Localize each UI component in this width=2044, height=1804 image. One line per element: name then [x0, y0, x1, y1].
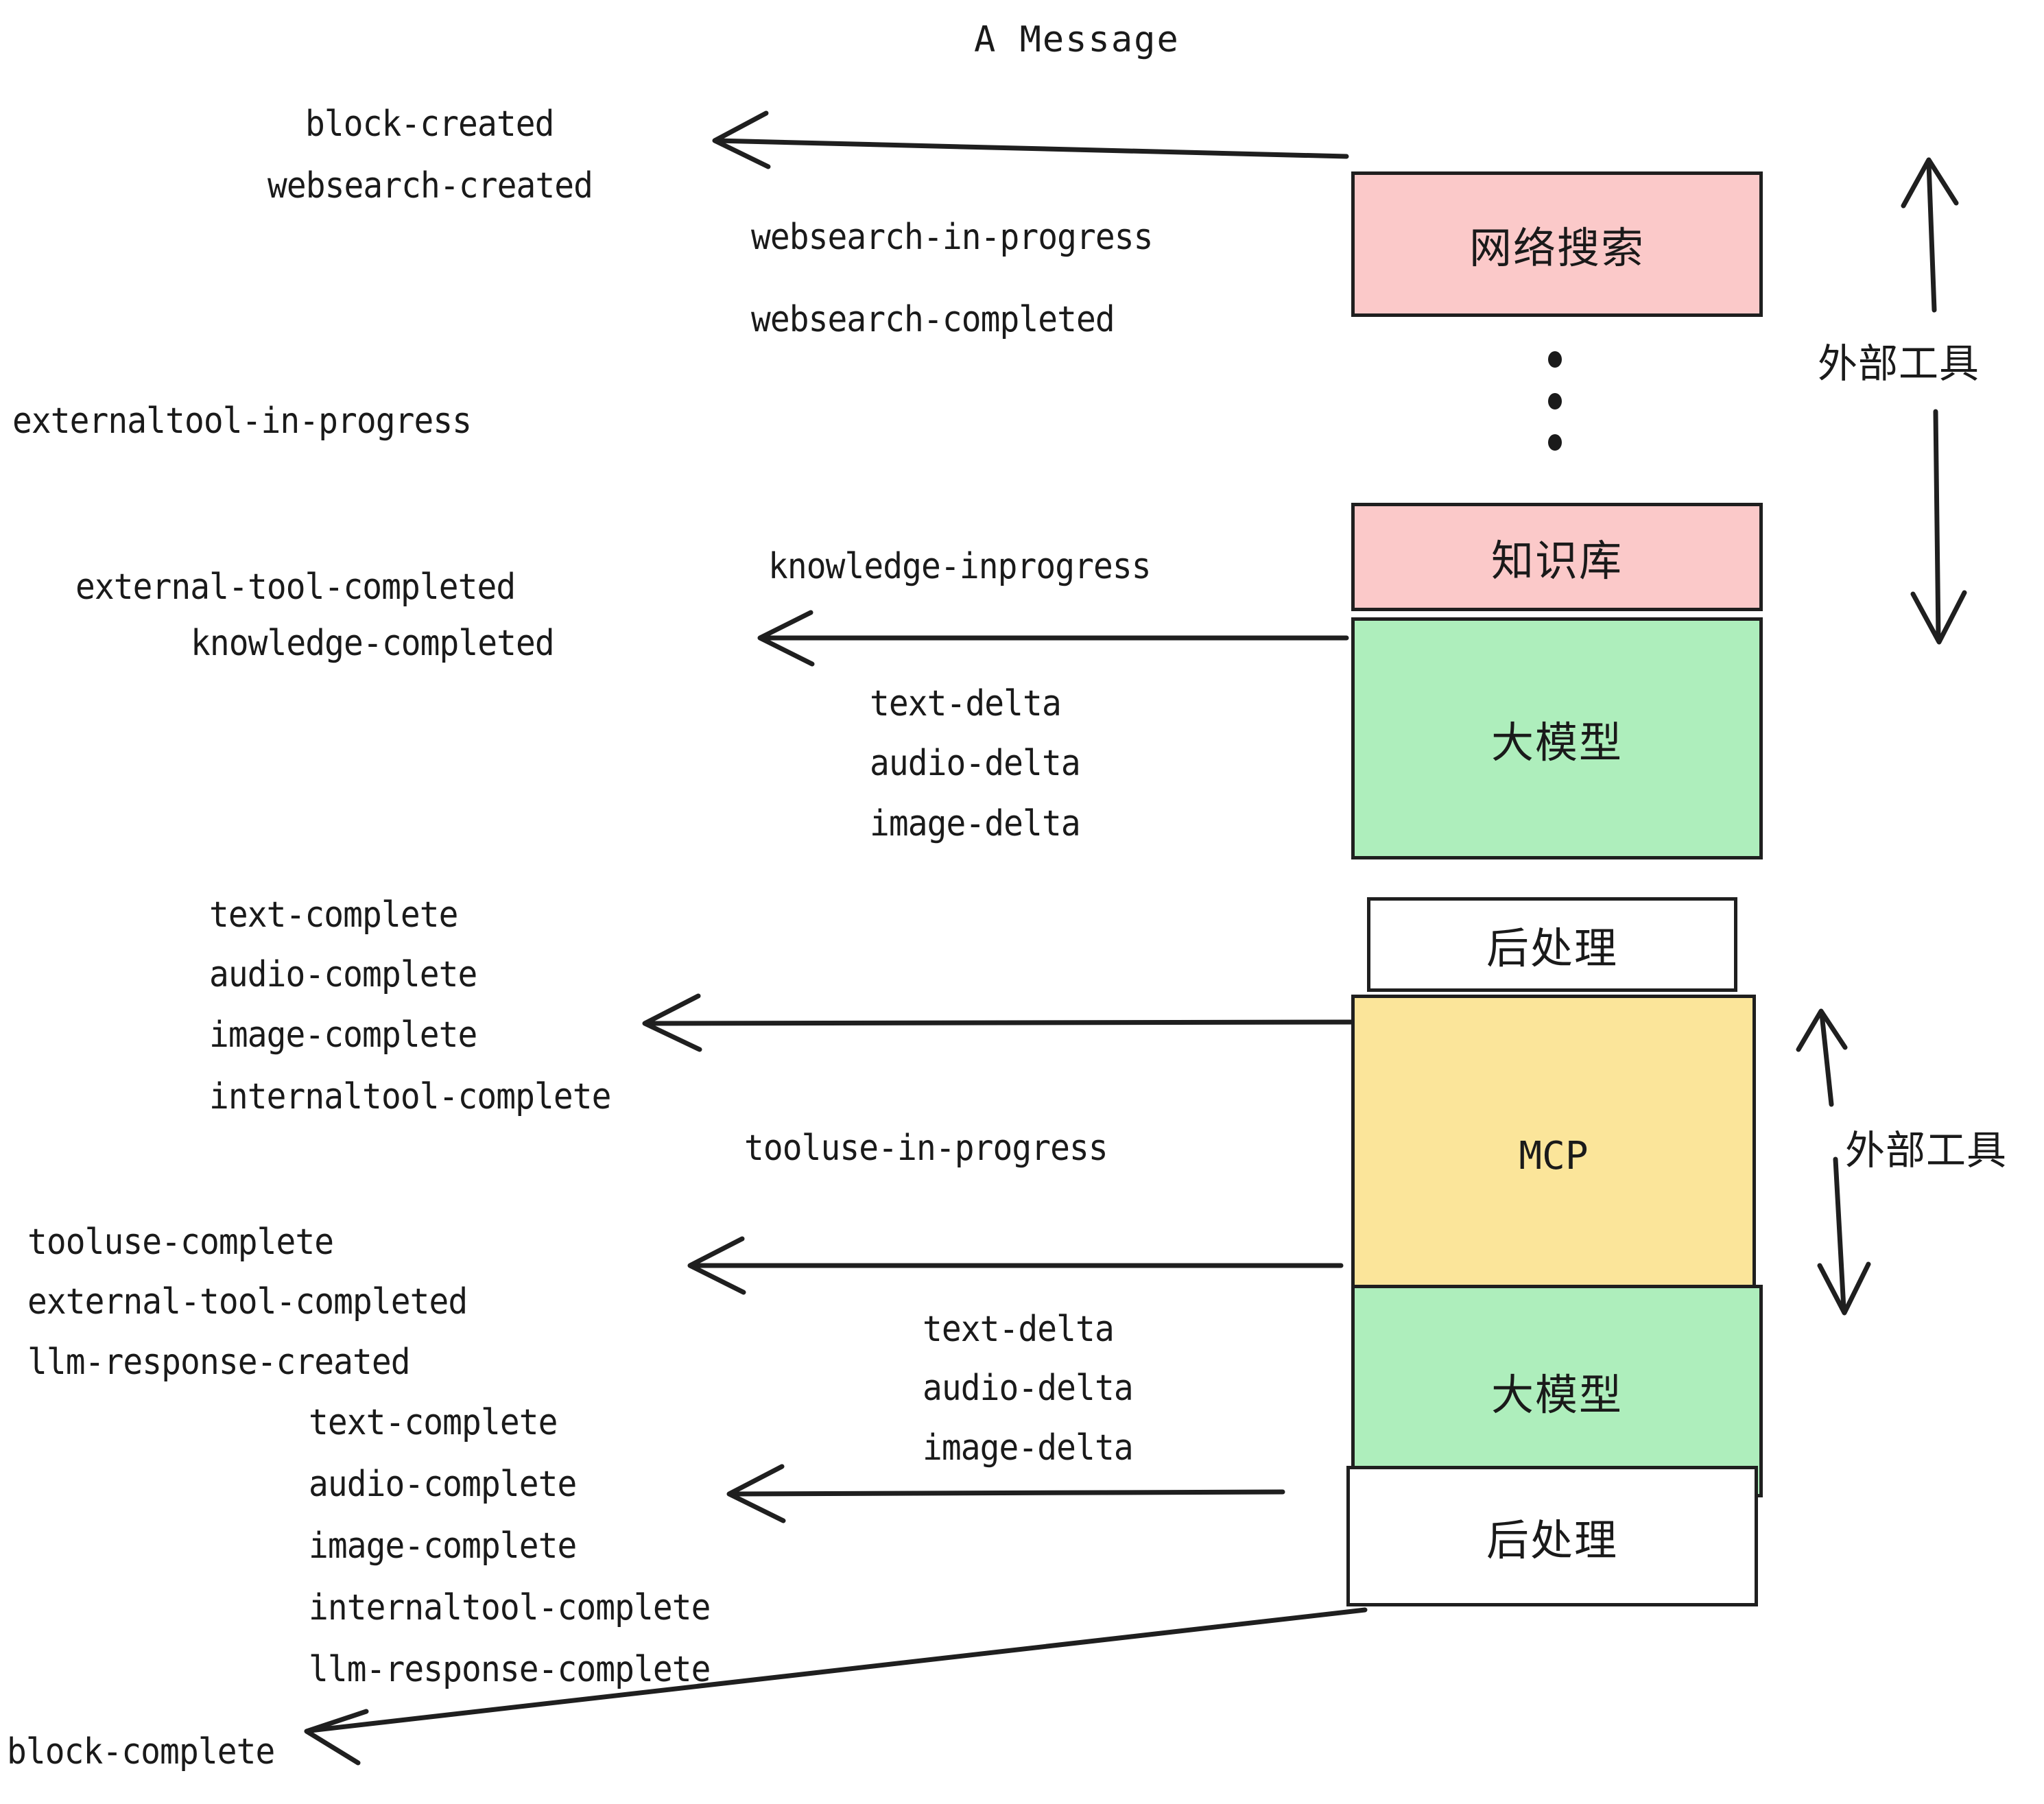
arrow-llm2-to-stream	[730, 1489, 1285, 1497]
external-tool-arrowhead-bottom-down	[1817, 1261, 1871, 1316]
event-audio-complete-2: audio-complete	[309, 1464, 577, 1505]
event-internaltool-complete-2: internaltool-complete	[309, 1587, 711, 1628]
ellipsis-dot	[1548, 434, 1562, 451]
vertical-ellipsis-icon	[1547, 351, 1563, 451]
node-post-process-1-label: 后处理	[1486, 923, 1618, 973]
event-websearch-completed: websearch-completed	[751, 299, 1115, 340]
event-text-complete-2: text-complete	[309, 1402, 558, 1443]
node-post-process-2[interactable]: 后处理	[1346, 1466, 1758, 1606]
node-knowledge-base[interactable]: 知识库	[1351, 503, 1763, 611]
node-llm-1[interactable]: 大模型	[1351, 617, 1763, 859]
event-knowledge-completed: knowledge-completed	[191, 623, 555, 664]
event-external-tool-completed-2: external-tool-completed	[27, 1281, 468, 1322]
event-llm-response-complete: llm-response-complete	[309, 1649, 711, 1690]
event-websearch-in-progress: websearch-in-progress	[751, 217, 1153, 258]
group-label-external-tool-top: 外部工具	[1818, 340, 1980, 387]
event-audio-delta-2: audio-delta	[923, 1368, 1134, 1409]
event-llm-response-created: llm-response-created	[27, 1342, 411, 1383]
external-tool-arrow-top-down	[1933, 409, 1941, 641]
arrowhead-knowledge	[757, 610, 815, 667]
external-tool-arrow-bottom-down	[1833, 1156, 1846, 1312]
event-audio-delta-1: audio-delta	[870, 743, 1081, 784]
node-post-process-2-label: 后处理	[1486, 1515, 1618, 1565]
external-tool-arrowhead-bottom-up	[1796, 1008, 1848, 1052]
event-internaltool-complete-1: internaltool-complete	[209, 1076, 611, 1117]
page-title: A Message	[974, 19, 1180, 60]
node-llm-2-label: 大模型	[1490, 1370, 1623, 1420]
event-image-complete-1: image-complete	[209, 1014, 477, 1056]
ellipsis-dot	[1548, 392, 1562, 410]
external-tool-arrow-bottom-up	[1819, 1011, 1834, 1107]
node-mcp-label: MCP	[1519, 1133, 1589, 1178]
arrowhead-websearch	[712, 110, 771, 169]
arrow-post1-to-stream	[645, 1019, 1368, 1026]
event-tooluse-complete: tooluse-complete	[27, 1222, 334, 1263]
event-image-delta-1: image-delta	[870, 803, 1081, 844]
event-block-complete: block-complete	[7, 1731, 275, 1772]
arrowhead-mcp	[687, 1236, 746, 1295]
event-websearch-created: websearch-created	[268, 165, 593, 206]
arrowhead-post1	[642, 993, 702, 1052]
event-image-delta-2: image-delta	[923, 1427, 1134, 1469]
node-websearch-label: 网络搜索	[1469, 223, 1645, 273]
event-block-created: block-created	[305, 104, 554, 145]
external-tool-arrow-top-up	[1926, 161, 1937, 313]
external-tool-arrowhead-top-down	[1910, 590, 1967, 645]
event-knowledge-inprogress: knowledge-inprogress	[768, 546, 1152, 587]
node-websearch[interactable]: 网络搜索	[1351, 171, 1763, 317]
event-externaltool-in-progress: externaltool-in-progress	[12, 401, 472, 442]
event-text-delta-1: text-delta	[870, 683, 1062, 724]
event-image-complete-2: image-complete	[309, 1526, 577, 1567]
group-label-external-tool-bottom: 外部工具	[1845, 1127, 2008, 1174]
arrowhead-post2	[304, 1709, 369, 1766]
node-llm-2[interactable]: 大模型	[1351, 1285, 1763, 1497]
arrow-websearch-to-stream	[714, 138, 1349, 159]
ellipsis-dot	[1548, 351, 1562, 368]
event-text-complete-1: text-complete	[209, 894, 458, 936]
arrowhead-llm2	[726, 1464, 786, 1523]
event-external-tool-completed-1: external-tool-completed	[75, 567, 516, 608]
event-audio-complete-1: audio-complete	[209, 954, 477, 995]
event-tooluse-in-progress: tooluse-in-progress	[744, 1128, 1108, 1169]
event-text-delta-2: text-delta	[923, 1309, 1115, 1350]
node-post-process-1[interactable]: 后处理	[1367, 897, 1737, 992]
node-knowledge-base-label: 知识库	[1490, 536, 1623, 586]
node-mcp[interactable]: MCP	[1351, 995, 1756, 1317]
external-tool-arrowhead-top-up	[1901, 157, 1959, 209]
node-llm-1-label: 大模型	[1490, 717, 1623, 768]
